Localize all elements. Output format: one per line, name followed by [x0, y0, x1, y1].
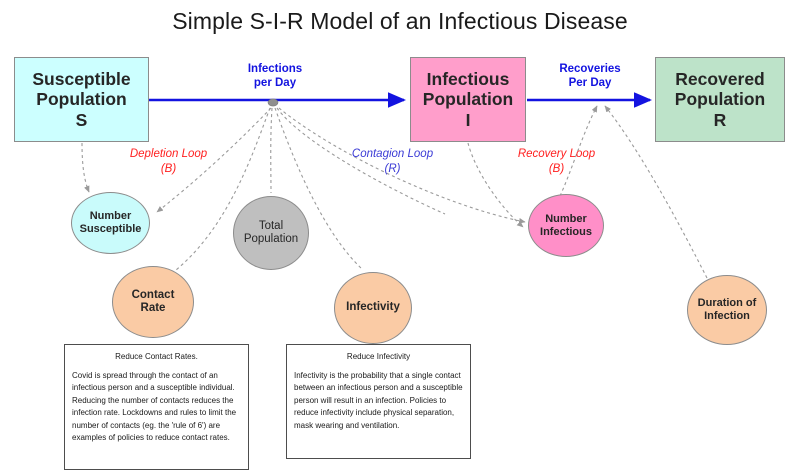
note-contact-rate-title: Reduce Contact Rates. — [115, 352, 198, 361]
variable-contact-rate[interactable]: Contact Rate — [112, 266, 194, 338]
causal-links-infections — [156, 107, 526, 271]
stock-box-infectious-population[interactable]: Infectious Population I — [410, 57, 526, 142]
variable-duration-of-infection[interactable]: Duration of Infection — [687, 275, 767, 345]
loop-recovery-name: Recovery Loop — [517, 148, 596, 160]
causal-links-stocks — [81, 142, 524, 228]
variable-number-susceptible[interactable]: Number Susceptible — [71, 192, 150, 254]
stock-s-line2: Population — [36, 89, 127, 110]
var-ns-line1: Number — [89, 210, 132, 223]
stock-s-line1: Susceptible — [32, 68, 131, 89]
note-box-reduce-contact-rates: Reduce Contact Rates. Covid is spread th… — [64, 344, 249, 470]
loop-recovery-polarity: (B) — [548, 162, 565, 175]
note-contact-rate-body: Covid is spread through the contact of a… — [72, 371, 237, 442]
variable-total-population[interactable]: Total Population — [233, 196, 309, 270]
variable-infectivity-label: Infectivity — [346, 301, 400, 314]
loop-depletion-name: Depletion Loop — [129, 148, 208, 160]
variable-contact-rate-label: Contact Rate — [130, 289, 177, 316]
stock-r-line1: Recovered — [675, 68, 765, 89]
flow-infections-line1: Infections — [247, 63, 303, 75]
stock-box-susceptible-population[interactable]: Susceptible Population S — [14, 57, 149, 142]
var-cr-line1: Contact — [131, 288, 175, 301]
var-ni-line2: Infectious — [540, 225, 592, 238]
variable-duration-of-infection-label: Duration of Infection — [696, 297, 759, 323]
stock-r-symbol: R — [713, 109, 727, 130]
stock-i-line2: Population — [422, 89, 514, 110]
var-cr-line2: Rate — [140, 302, 166, 314]
page-title: Simple S-I-R Model of an Infectious Dise… — [172, 8, 628, 34]
loop-contagion-name: Contagion Loop — [351, 148, 434, 160]
variable-total-population-label: Total Population — [242, 220, 300, 247]
note-box-reduce-infectivity: Reduce Infectivity Infectivity is the pr… — [286, 344, 471, 459]
flow-recoveries-line2: Per Day — [568, 77, 612, 90]
loop-label-contagion: Contagion Loop (R) — [330, 147, 455, 177]
flow-label-infections-per-day: Infections per Day — [215, 62, 335, 90]
stock-i-line1: Infectious — [426, 68, 510, 89]
note-infectivity-body: Infectivity is the probability that a si… — [294, 371, 463, 430]
variable-number-infectious-label: Number Infectious — [538, 213, 594, 239]
var-tp-line1: Total — [258, 219, 284, 232]
flow-infections-line2: per Day — [253, 77, 297, 90]
loop-label-recovery: Recovery Loop (B) — [494, 147, 619, 177]
flow-recoveries-line1: Recoveries — [559, 63, 621, 75]
loop-depletion-polarity: (B) — [160, 162, 177, 175]
var-tp-line2: Population — [243, 233, 299, 245]
stock-r-line2: Population — [674, 89, 766, 110]
stock-s-symbol: S — [75, 109, 88, 130]
stock-i-symbol: I — [465, 109, 471, 130]
var-ns-line2: Susceptible — [79, 223, 142, 235]
var-di-line2: Infection — [704, 310, 750, 322]
note-infectivity-title: Reduce Infectivity — [346, 352, 411, 361]
variable-number-infectious[interactable]: Number Infectious — [528, 194, 604, 257]
var-ni-line1: Number — [545, 212, 587, 225]
valve-icon-infections — [267, 98, 279, 107]
variable-number-susceptible-label: Number Susceptible — [78, 210, 144, 236]
flow-label-recoveries-per-day: Recoveries Per Day — [530, 62, 650, 90]
stock-box-recovered-population[interactable]: Recovered Population R — [655, 57, 785, 142]
variable-infectivity[interactable]: Infectivity — [334, 272, 412, 344]
var-di-line1: Duration of — [697, 297, 757, 310]
loop-contagion-polarity: (R) — [384, 162, 401, 175]
loop-label-depletion: Depletion Loop (B) — [106, 147, 231, 177]
